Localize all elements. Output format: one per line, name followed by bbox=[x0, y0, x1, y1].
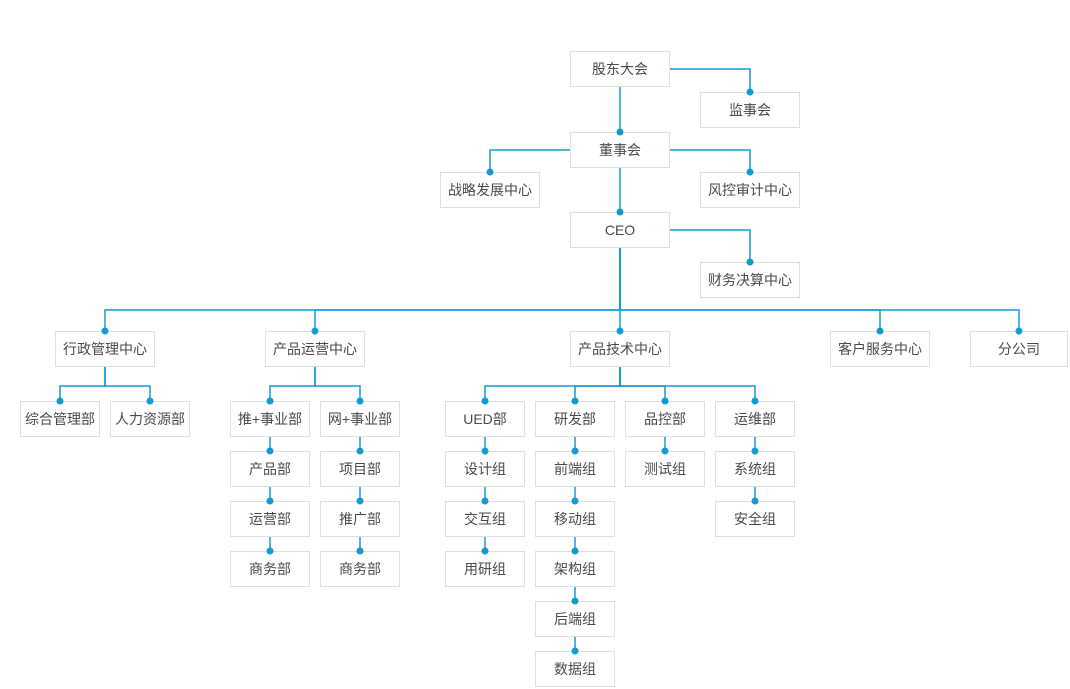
org-node-anquan: 安全组 bbox=[715, 501, 795, 537]
org-node-tui: 推+事业部 bbox=[230, 401, 310, 437]
org-node-chanpinbu: 产品部 bbox=[230, 451, 310, 487]
edge-ceo-fengongsi bbox=[619, 248, 1020, 331]
edge-jishu-pinkong bbox=[619, 367, 666, 401]
org-node-kefu: 客户服务中心 bbox=[830, 331, 930, 367]
org-node-fengkong: 风控审计中心 bbox=[700, 172, 800, 208]
org-node-jiaohu: 交互组 bbox=[445, 501, 525, 537]
edge-jishu-yanfa bbox=[574, 367, 621, 401]
org-node-yongyan: 用研组 bbox=[445, 551, 525, 587]
org-node-shuju: 数据组 bbox=[535, 651, 615, 687]
org-node-zonghe: 综合管理部 bbox=[20, 401, 100, 437]
org-node-jianshi: 监事会 bbox=[700, 92, 800, 128]
org-node-gudong: 股东大会 bbox=[570, 51, 670, 87]
org-node-yunwei: 运维部 bbox=[715, 401, 795, 437]
edge-gudong-jianshi bbox=[670, 68, 751, 92]
org-node-qianduan: 前端组 bbox=[535, 451, 615, 487]
edge-xingzheng-renli bbox=[104, 367, 151, 401]
edge-dongshi-fengkong bbox=[670, 149, 751, 172]
org-node-yanfa: 研发部 bbox=[535, 401, 615, 437]
edge-yunyingzx-wang bbox=[314, 367, 361, 401]
org-node-dongshi: 董事会 bbox=[570, 132, 670, 168]
org-node-yunyingzx: 产品运营中心 bbox=[265, 331, 365, 367]
edge-jishu-yunwei bbox=[619, 367, 756, 401]
org-node-xitong: 系统组 bbox=[715, 451, 795, 487]
org-node-shangwu2: 商务部 bbox=[320, 551, 400, 587]
org-node-ued: UED部 bbox=[445, 401, 525, 437]
edge-yunyingzx-tui bbox=[269, 367, 316, 401]
org-node-zhanlue: 战略发展中心 bbox=[440, 172, 540, 208]
edge-ceo-xingzheng bbox=[104, 248, 621, 331]
org-node-yunyingbu: 运营部 bbox=[230, 501, 310, 537]
org-node-xingzheng: 行政管理中心 bbox=[55, 331, 155, 367]
org-node-ceo: CEO bbox=[570, 212, 670, 248]
edge-ceo-yunyingzx bbox=[314, 248, 621, 331]
edge-ceo-caiwu bbox=[670, 229, 751, 262]
edge-jishu-ued bbox=[484, 367, 621, 401]
org-node-fengongsi: 分公司 bbox=[970, 331, 1068, 367]
org-node-renli: 人力资源部 bbox=[110, 401, 190, 437]
org-node-yidong: 移动组 bbox=[535, 501, 615, 537]
edge-xingzheng-zonghe bbox=[59, 367, 106, 401]
org-node-pinkong: 品控部 bbox=[625, 401, 705, 437]
org-node-tuiguangbu: 推广部 bbox=[320, 501, 400, 537]
org-node-caiwu: 财务决算中心 bbox=[700, 262, 800, 298]
org-node-xiangmubu: 项目部 bbox=[320, 451, 400, 487]
edge-dongshi-zhanlue bbox=[489, 149, 570, 172]
org-node-ceshi: 测试组 bbox=[625, 451, 705, 487]
org-node-shangwu1: 商务部 bbox=[230, 551, 310, 587]
org-node-houduan: 后端组 bbox=[535, 601, 615, 637]
org-node-jishu: 产品技术中心 bbox=[570, 331, 670, 367]
org-node-sheji: 设计组 bbox=[445, 451, 525, 487]
org-node-wang: 网+事业部 bbox=[320, 401, 400, 437]
org-node-jiagou: 架构组 bbox=[535, 551, 615, 587]
